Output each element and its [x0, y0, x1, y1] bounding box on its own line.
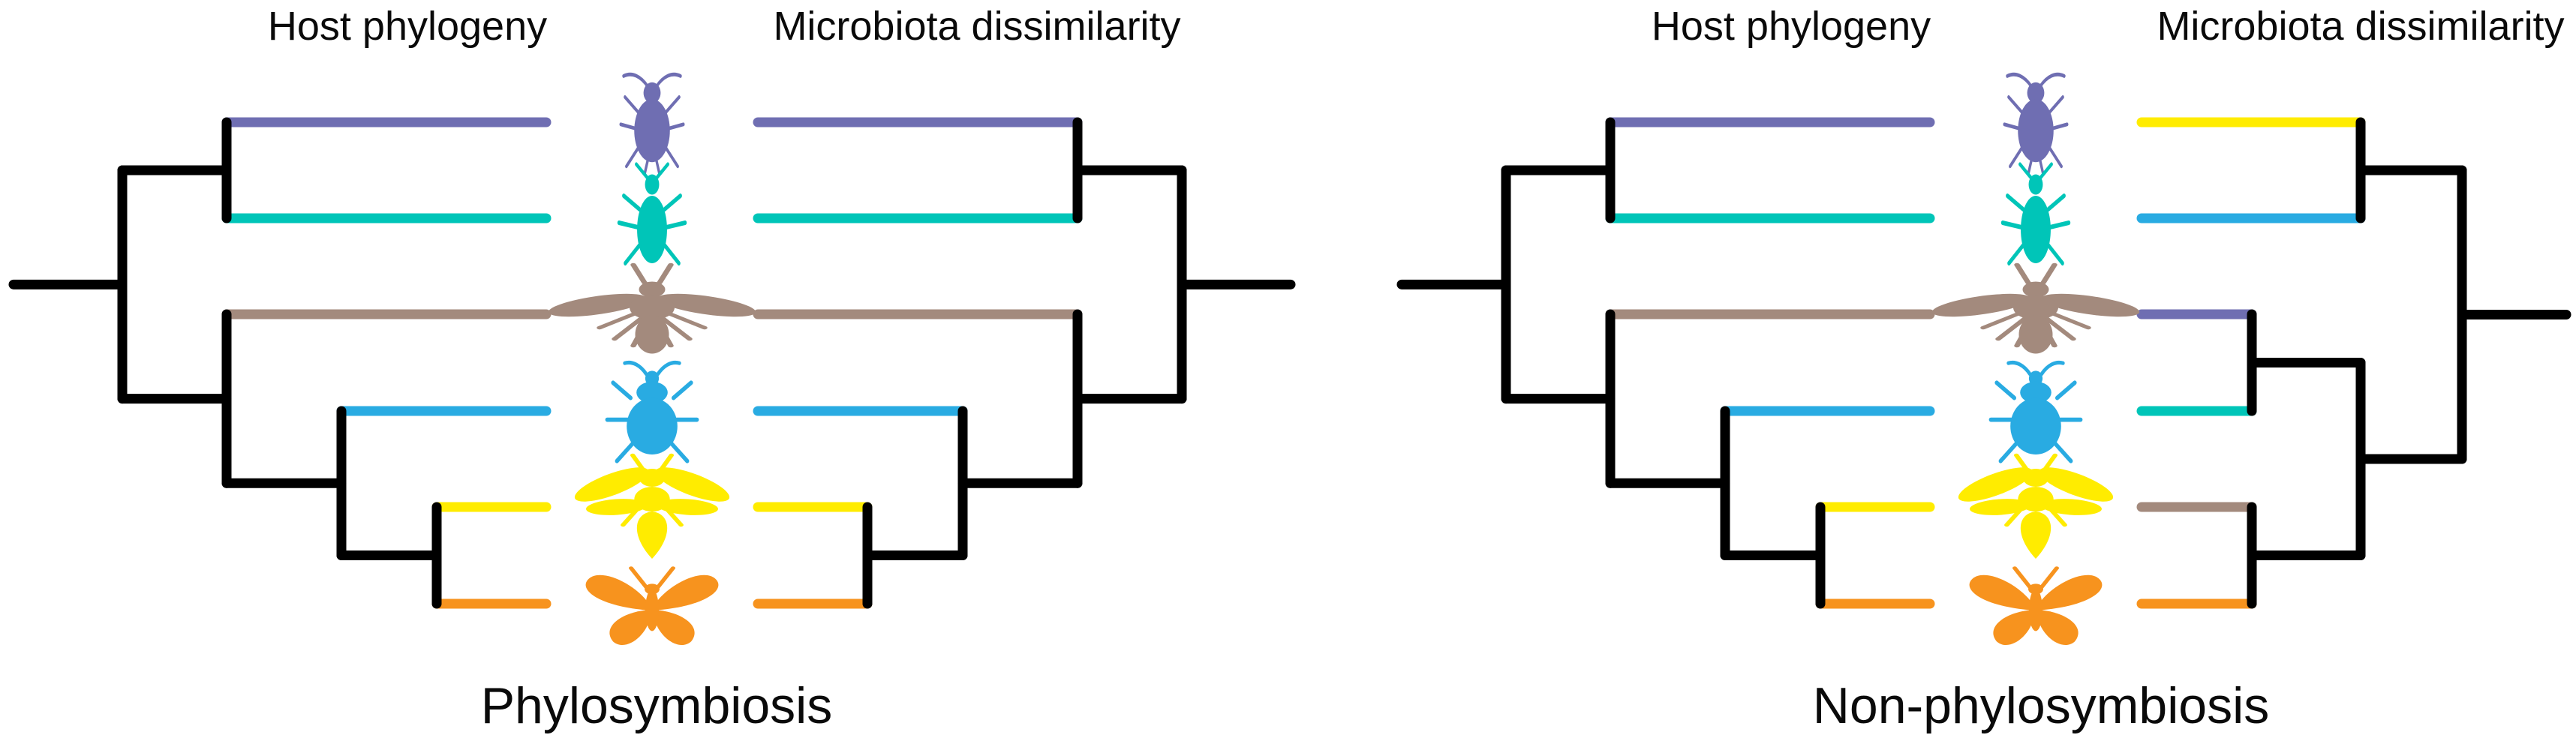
fly-icon [545, 265, 759, 354]
phylosymbiosis-caption: Phylosymbiosis [480, 677, 833, 734]
non-phylosymbiosis-microbiota-tree [2136, 117, 2571, 609]
non-phylosymbiosis-host-tree [1396, 117, 1935, 609]
aphid-icon [2004, 74, 2067, 172]
beetle-icon [607, 362, 697, 460]
butterfly-icon [1970, 568, 2103, 645]
wasp-icon [1952, 455, 2120, 559]
trees-layer [8, 117, 2571, 609]
non-phylosymbiosis-caption: Non-phylosymbiosis [1812, 677, 2270, 734]
fly-icon [1928, 265, 2143, 354]
butterfly-icon [586, 568, 719, 645]
louse-icon [619, 164, 685, 263]
aphid-icon [621, 74, 684, 172]
phylosymbiosis-microbiota-tree [753, 117, 1296, 609]
insect-icons-layer [545, 74, 2143, 645]
right-host-phylogeny-title: Host phylogeny [1651, 4, 1931, 49]
wasp-icon [568, 455, 736, 559]
louse-icon [2003, 164, 2069, 263]
right-microbiota-dissimilarity-title: Microbiota dissimilarity [2157, 4, 2565, 49]
left-host-phylogeny-title: Host phylogeny [267, 4, 548, 49]
beetle-icon [1991, 362, 2081, 460]
phylosymbiosis-host-tree [8, 117, 552, 609]
left-microbiota-dissimilarity-title: Microbiota dissimilarity [773, 4, 1181, 49]
